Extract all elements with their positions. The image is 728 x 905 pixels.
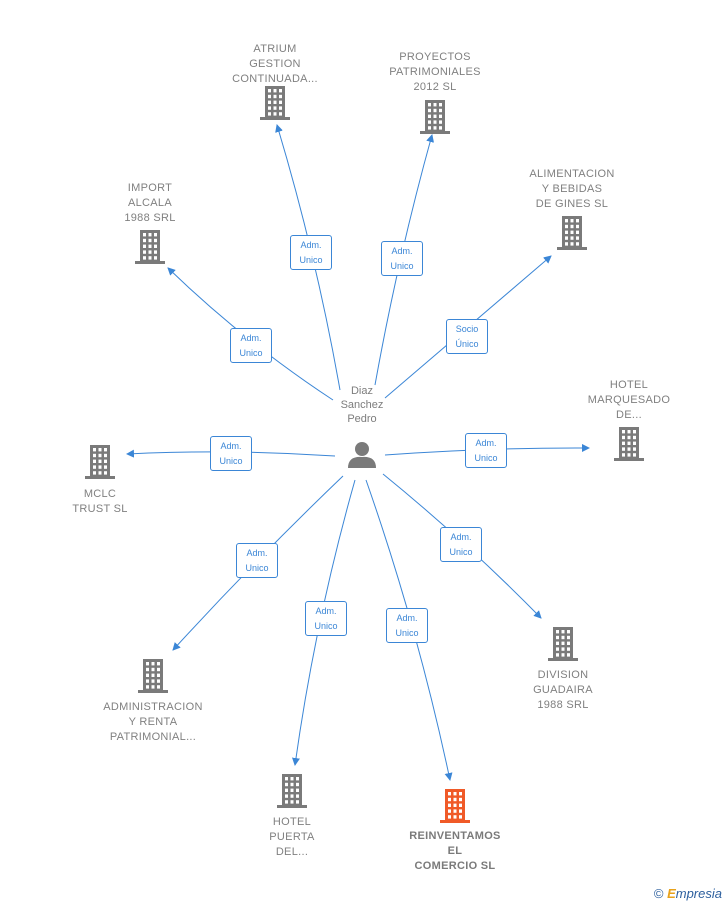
relation-label-line: Único (455, 339, 479, 349)
person-name-line: Pedro (347, 413, 377, 425)
building-icon[interactable] (420, 100, 450, 134)
building-icon[interactable] (85, 445, 115, 479)
relation-label-reinventamos[interactable]: Adm. Unico (386, 608, 428, 643)
company-name-line: REINVENTAMOS (409, 830, 501, 842)
relation-label-line: Adm. (300, 240, 322, 250)
company-name-line: GESTION (249, 58, 301, 70)
company-name-line: PUERTA (269, 831, 315, 843)
company-name-line: ATRIUM (253, 43, 297, 55)
relation-label-line: Unico (449, 547, 473, 557)
company-name-line: PATRIMONIALES (389, 66, 481, 78)
relation-label-line: Adm. (240, 333, 262, 343)
company-name-line: DEL... (275, 846, 309, 858)
company-name-line: DE... (616, 409, 642, 421)
relation-label-import[interactable]: Adm. Unico (230, 328, 272, 363)
company-name-line: PROYECTOS (399, 51, 471, 63)
relation-label-line: Adm. (246, 548, 268, 558)
relation-label-proyectos[interactable]: Adm. Unico (381, 241, 423, 276)
relation-label-atrium[interactable]: Adm. Unico (290, 235, 332, 270)
company-label-hotel-puerta[interactable]: HOTEL PUERTA DEL... (217, 815, 367, 860)
company-name-line: COMERCIO SL (414, 860, 496, 872)
company-name-line: HOTEL (272, 816, 312, 828)
company-name-line: 1988 SRL (124, 212, 176, 224)
building-icon[interactable] (557, 216, 587, 250)
relation-label-mclc[interactable]: Adm. Unico (210, 436, 252, 471)
relation-label-line: Adm. (396, 613, 418, 623)
company-label-import[interactable]: IMPORT ALCALA 1988 SRL (75, 181, 225, 226)
relation-label-line: Unico (395, 628, 419, 638)
copyright-icon: © (653, 886, 664, 901)
company-name-line: TRUST SL (72, 503, 128, 515)
company-label-atrium[interactable]: ATRIUM GESTION CONTINUADA... (200, 42, 350, 87)
company-name-line: ALIMENTACION (529, 168, 615, 180)
company-name-line: MCLC (83, 488, 117, 500)
relation-label-line: Unico (314, 621, 338, 631)
company-name-line: IMPORT (127, 182, 173, 194)
relation-label-administracion[interactable]: Adm. Unico (236, 543, 278, 578)
relation-label-line: Adm. (220, 441, 242, 451)
relation-label-line: Unico (219, 456, 243, 466)
company-label-division[interactable]: DIVISION GUADAIRA 1988 SRL (488, 668, 638, 713)
relation-label-division[interactable]: Adm. Unico (440, 527, 482, 562)
relation-label-line: Unico (474, 453, 498, 463)
company-label-administracion[interactable]: ADMINISTRACION Y RENTA PATRIMONIAL... (78, 700, 228, 745)
building-icon[interactable] (138, 659, 168, 693)
relation-label-line: Adm. (315, 606, 337, 616)
company-name-line: DIVISION (537, 669, 589, 681)
company-name-line: PATRIMONIAL... (109, 731, 197, 743)
company-name-line: CONTINUADA... (232, 73, 318, 85)
company-name-line: EL (447, 845, 463, 857)
company-name-line: MARQUESADO (587, 394, 671, 406)
company-name-line: GUADAIRA (533, 684, 593, 696)
company-label-hotel-marquesado[interactable]: HOTEL MARQUESADO DE... (554, 378, 704, 423)
brand-logo-text: mpresia (675, 886, 722, 901)
company-name-line: 1988 SRL (537, 699, 589, 711)
relation-label-line: Unico (390, 261, 414, 271)
building-icon[interactable] (277, 774, 307, 808)
building-icon[interactable] (548, 627, 578, 661)
relation-label-line: Adm. (450, 532, 472, 542)
company-label-proyectos[interactable]: PROYECTOS PATRIMONIALES 2012 SL (360, 50, 510, 95)
company-name-line: Y BEBIDAS (541, 183, 603, 195)
relation-label-line: Adm. (391, 246, 413, 256)
building-icon[interactable] (614, 427, 644, 461)
footer-brand: © Empresia (654, 886, 722, 901)
company-name-line: ADMINISTRACION (103, 701, 203, 713)
building-icon[interactable] (260, 86, 290, 120)
company-label-reinventamos[interactable]: REINVENTAMOS EL COMERCIO SL (380, 829, 530, 874)
company-name-line: Y RENTA (128, 716, 178, 728)
building-icon[interactable] (440, 789, 470, 823)
brand-logo-initial: E (667, 886, 676, 901)
relation-label-hotel-marquesado[interactable]: Adm. Unico (465, 433, 507, 468)
relation-label-line: Unico (239, 348, 263, 358)
relation-label-hotel-puerta[interactable]: Adm. Unico (305, 601, 347, 636)
company-label-mclc[interactable]: MCLC TRUST SL (25, 487, 175, 517)
relation-label-line: Socio (455, 324, 479, 334)
building-icon[interactable] (135, 230, 165, 264)
person-name-line: Diaz (350, 385, 373, 397)
company-name-line: HOTEL (609, 379, 649, 391)
relation-label-line: Adm. (475, 438, 497, 448)
company-name-line: DE GINES SL (535, 198, 609, 210)
relation-label-line: Unico (299, 255, 323, 265)
person-name-line: Sanchez (340, 399, 384, 411)
company-name-line: ALCALA (128, 197, 172, 209)
company-name-line: 2012 SL (413, 81, 457, 93)
company-label-alimentacion[interactable]: ALIMENTACION Y BEBIDAS DE GINES SL (497, 167, 647, 212)
person-icon[interactable] (348, 442, 376, 468)
relation-label-line: Unico (245, 563, 269, 573)
